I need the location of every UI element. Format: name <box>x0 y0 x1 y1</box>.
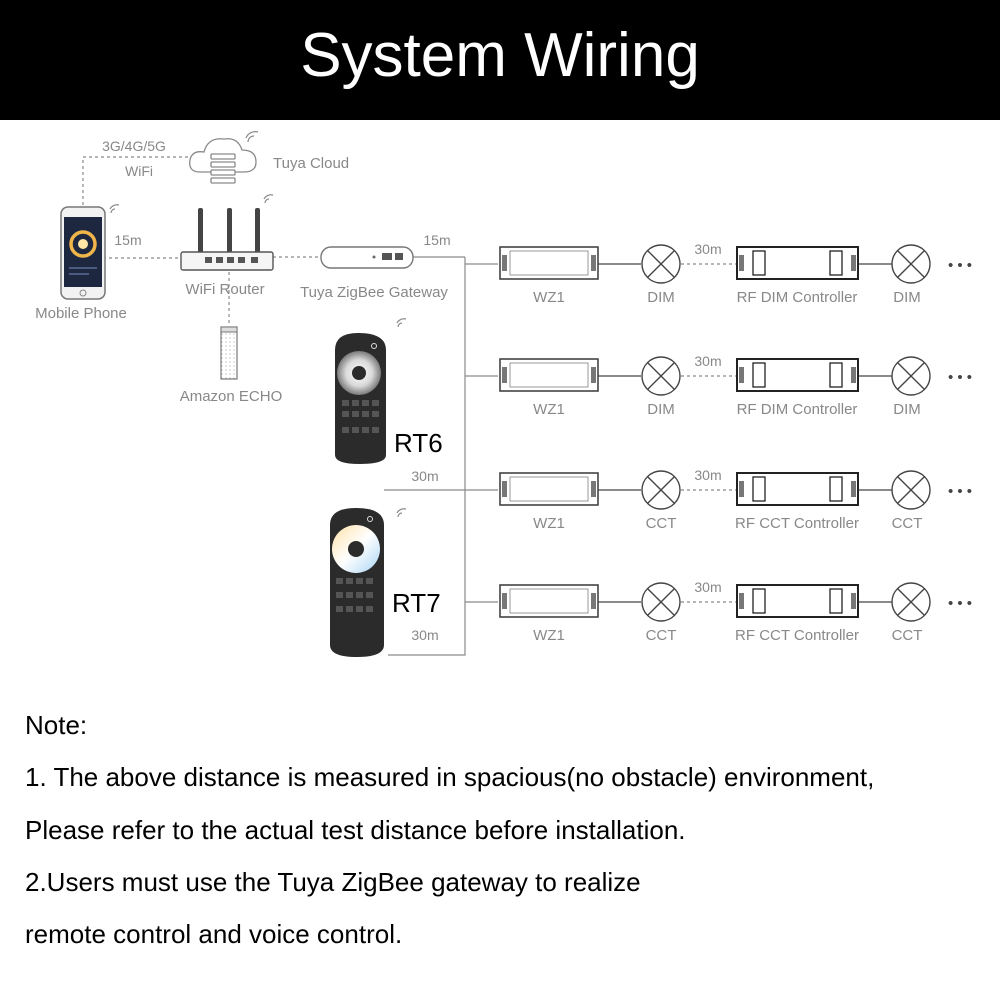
cloud-icon <box>189 131 259 184</box>
controller-label: RF CCT Controller <box>735 627 859 644</box>
distance-label: 30m <box>694 241 721 257</box>
wz1-module-icon <box>499 358 599 392</box>
network-label: 3G/4G/5G <box>102 138 166 154</box>
echo-label: Amazon ECHO <box>180 388 283 405</box>
mobile-phone-icon <box>60 204 120 300</box>
wz1-module-icon <box>499 246 599 280</box>
wz1-module-icon <box>499 584 599 618</box>
more-indicator: • • • <box>948 483 972 500</box>
lamp-icon <box>641 582 681 622</box>
rf-controller-icon <box>736 358 859 392</box>
lamp-icon <box>891 470 931 510</box>
page-title: System Wiring <box>300 21 700 90</box>
load-label: DIM <box>647 401 675 418</box>
distance-gateway-bus: 15m <box>423 232 450 248</box>
controller-label: RF DIM Controller <box>737 401 858 418</box>
router-label: WiFi Router <box>185 281 264 298</box>
note-line-2: Please refer to the actual test distance… <box>25 815 686 845</box>
lamp-icon <box>641 470 681 510</box>
device-row: WZ1 CCT 30m RF CCT Controller CCT • • • <box>499 467 972 532</box>
wz1-module-icon <box>499 472 599 506</box>
wifi-router-icon <box>180 194 274 271</box>
controller-label: RF DIM Controller <box>737 289 858 306</box>
controller-label: RF CCT Controller <box>735 515 859 532</box>
rt6-label: RT6 <box>394 428 443 458</box>
lamp-icon <box>891 582 931 622</box>
load-label: CCT <box>892 627 923 644</box>
gateway-label: Tuya ZigBee Gateway <box>300 284 448 301</box>
rt7-remote-icon <box>330 508 407 657</box>
lamp-icon <box>641 244 681 284</box>
rt6-remote-icon <box>335 318 407 464</box>
module-label: WZ1 <box>533 515 565 532</box>
rt6-distance-label: 30m <box>411 468 438 484</box>
load-label: DIM <box>893 401 921 418</box>
rf-controller-icon <box>736 472 859 506</box>
lamp-icon <box>891 356 931 396</box>
distance-label: 30m <box>694 467 721 483</box>
device-row: WZ1 DIM 30m RF DIM Controller DIM • • • <box>499 353 972 418</box>
title-banner <box>0 0 1000 120</box>
note-line-4: remote control and voice control. <box>25 919 403 949</box>
distance-phone-router: 15m <box>114 232 141 248</box>
device-row: WZ1 DIM 30m RF DIM Controller DIM • • • <box>499 241 972 306</box>
cloud-phone-link <box>82 156 192 205</box>
module-label: WZ1 <box>533 627 565 644</box>
cloud-label: Tuya Cloud <box>273 155 349 172</box>
load-label: CCT <box>892 515 923 532</box>
rt7-distance-label: 30m <box>411 627 438 643</box>
zigbee-gateway-icon <box>320 246 414 269</box>
distance-label: 30m <box>694 579 721 595</box>
module-label: WZ1 <box>533 289 565 306</box>
load-label: CCT <box>646 515 677 532</box>
note-line-3: 2.Users must use the Tuya ZigBee gateway… <box>25 867 641 897</box>
more-indicator: • • • <box>948 369 972 386</box>
note-heading: Note: <box>25 710 88 740</box>
phone-label: Mobile Phone <box>35 305 127 322</box>
lamp-icon <box>891 244 931 284</box>
wifi-label: WiFi <box>125 163 153 179</box>
note-line-1: 1. The above distance is measured in spa… <box>25 762 875 792</box>
load-label: CCT <box>646 627 677 644</box>
rf-controller-icon <box>736 246 859 280</box>
load-label: DIM <box>647 289 675 306</box>
distance-label: 30m <box>694 353 721 369</box>
more-indicator: • • • <box>948 595 972 612</box>
rt7-label: RT7 <box>392 588 441 618</box>
connection-lines <box>82 156 498 656</box>
more-indicator: • • • <box>948 257 972 274</box>
amazon-echo-icon <box>220 326 238 380</box>
module-label: WZ1 <box>533 401 565 418</box>
rf-controller-icon <box>736 584 859 618</box>
bus-line <box>388 257 466 656</box>
wiring-diagram: 3G/4G/5G WiFi Tuya Cloud Mobile Phone Wi… <box>35 131 972 657</box>
lamp-icon <box>641 356 681 396</box>
load-label: DIM <box>893 289 921 306</box>
device-row: WZ1 CCT 30m RF CCT Controller CCT • • • <box>499 579 972 644</box>
